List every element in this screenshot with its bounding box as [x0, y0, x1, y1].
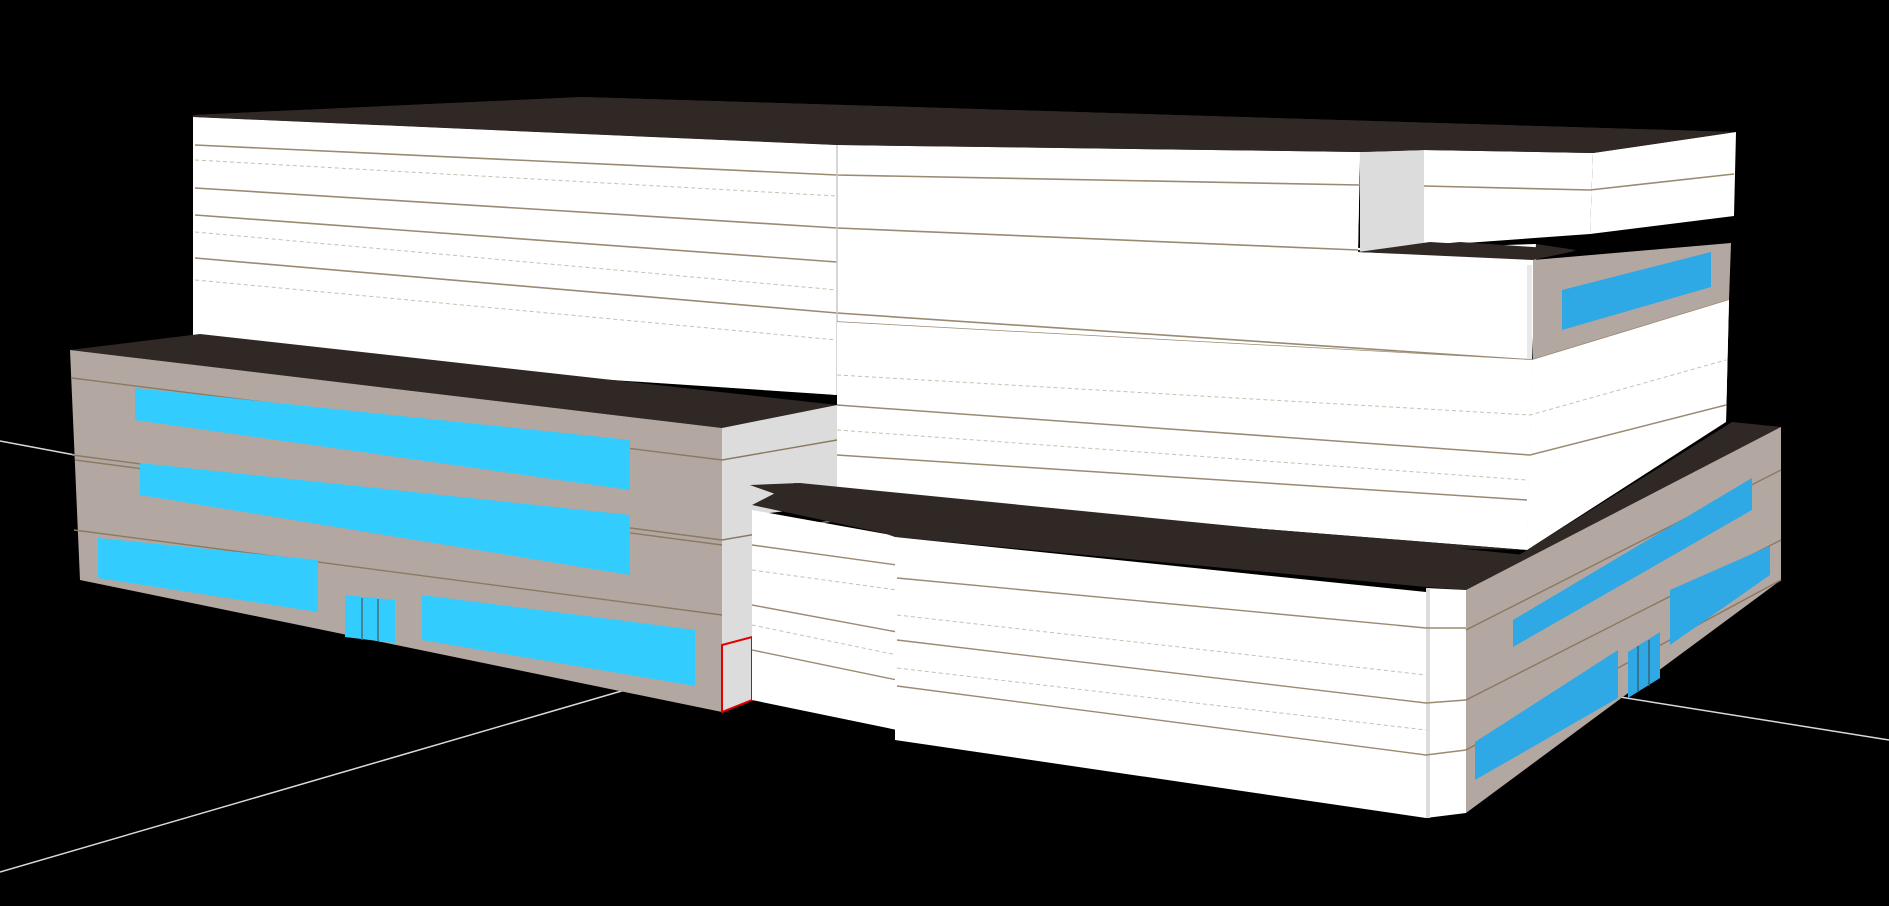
east-wing-window-3[interactable] — [1475, 650, 1618, 780]
west-wing-roof — [70, 334, 837, 428]
south-low-block[interactable] — [750, 424, 1781, 818]
axis-line-green — [0, 689, 626, 873]
west-wing-entrance-door[interactable] — [345, 595, 395, 643]
east-wing-window-1[interactable] — [1513, 478, 1752, 647]
east-mid-roof-b — [1358, 242, 1575, 260]
upper-tower-facade-left — [193, 117, 837, 395]
east-mid-dash-lines — [836, 359, 1727, 481]
east-wing-roof — [1466, 422, 1781, 590]
south-low-dash-lines — [896, 614, 1427, 731]
south-low-front — [895, 537, 1426, 818]
west-wing[interactable] — [70, 334, 838, 714]
south-low-floor-lines — [896, 577, 1467, 756]
upper-tower-dash-lines — [194, 159, 838, 341]
upper-tower-step-east-face — [1590, 132, 1736, 234]
upper-tower-roof-strip — [193, 97, 1736, 153]
west-wing-window-1[interactable] — [135, 388, 630, 490]
east-mid-lower-lines — [836, 404, 1727, 501]
upper-tower-step-top-side — [1360, 150, 1424, 252]
axis-line-red — [0, 440, 76, 456]
upper-tower-step-top-front — [1424, 150, 1593, 246]
east-mid-window[interactable] — [1562, 252, 1711, 330]
link-block-dash-lines — [751, 569, 898, 656]
south-low-step-front — [1426, 588, 1466, 818]
west-wing-corner-panel[interactable] — [721, 635, 753, 714]
east-wing-entrance-door[interactable] — [1628, 632, 1660, 698]
link-block-front — [752, 510, 897, 730]
east-wing[interactable] — [1465, 422, 1782, 813]
east-mid-block[interactable] — [836, 242, 1731, 550]
south-low-roof-main — [750, 483, 1525, 590]
east-mid-lower-white — [837, 322, 1532, 550]
east-mid-lower-side — [1527, 300, 1729, 550]
link-block-floor-lines — [751, 544, 898, 681]
west-wing-window-2[interactable] — [140, 463, 630, 575]
west-wing-window-4[interactable] — [422, 595, 695, 686]
upper-tower-facade-right — [837, 145, 1536, 362]
axis-line-blue — [1619, 696, 1889, 741]
east-wing-window-2[interactable] — [1670, 546, 1770, 645]
upper-tower[interactable] — [193, 97, 1736, 395]
west-wing-window-3[interactable] — [98, 538, 318, 612]
west-wing-side — [722, 405, 837, 712]
